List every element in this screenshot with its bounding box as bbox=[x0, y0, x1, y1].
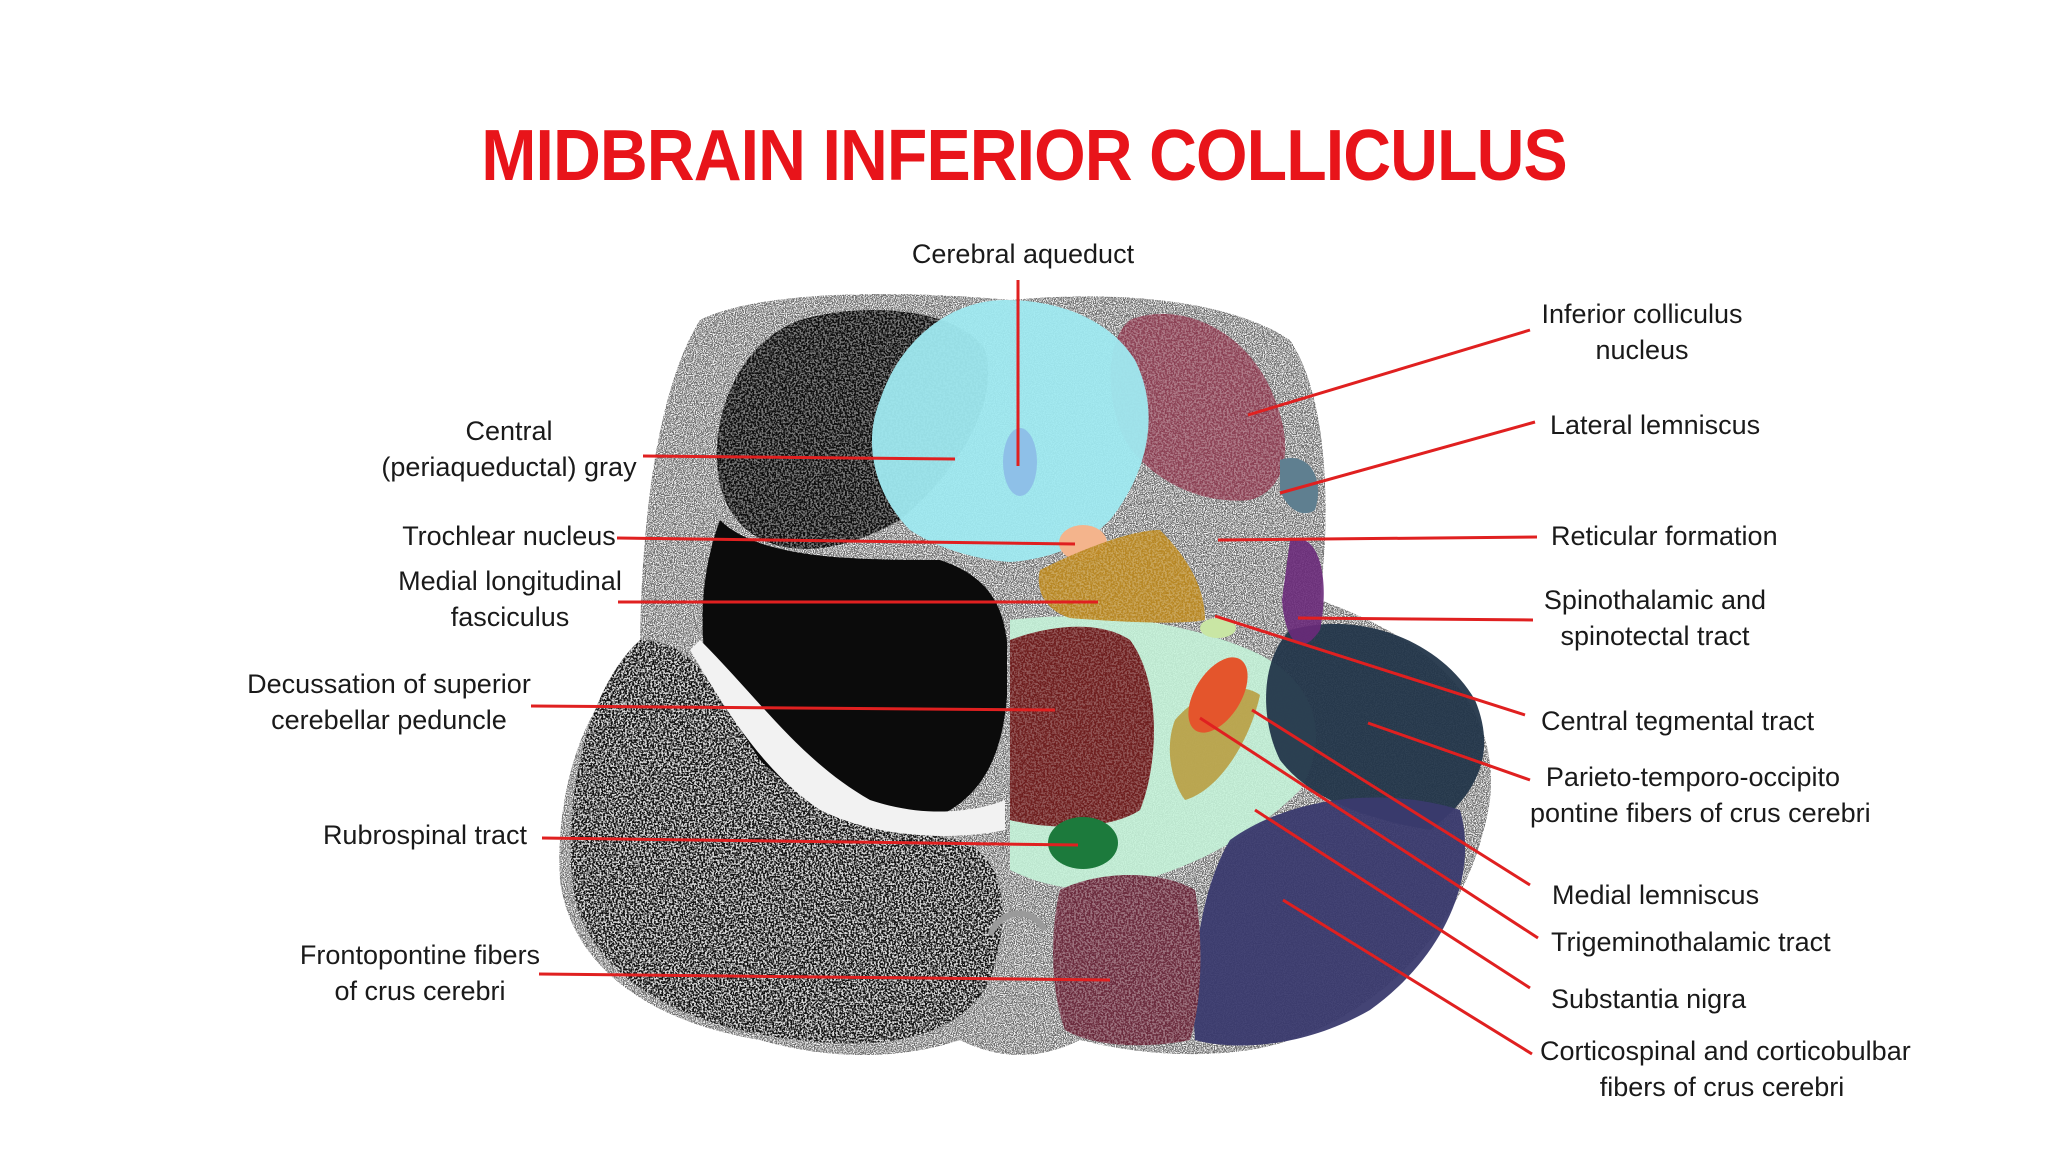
label-trochlear-nucleus: Trochlear nucleus bbox=[402, 521, 616, 551]
leader-trochlear bbox=[616, 536, 1076, 546]
label-cerebral-aqueduct: Cerebral aqueduct bbox=[911, 239, 1135, 269]
leader-inferior-colliculus bbox=[1247, 328, 1531, 417]
label-spinothalamic: Spinothalamic and spinotectal tract bbox=[1543, 585, 1767, 651]
label-central-tegmental: Central tegmental tract bbox=[1541, 706, 1815, 736]
label-parieto-temporo: Parieto-temporo-occipito pontine fibers … bbox=[1530, 762, 1871, 828]
label-substantia-nigra: Substantia nigra bbox=[1551, 984, 1747, 1014]
label-lateral-lemniscus: Lateral lemniscus bbox=[1550, 410, 1761, 440]
region-central-tegmental bbox=[1200, 618, 1236, 638]
leader-lines bbox=[530, 280, 1539, 1056]
label-mlf: Medial longitudinal fasciculus bbox=[398, 566, 622, 632]
leader-reticular-formation bbox=[1217, 535, 1538, 542]
leader-frontopontine bbox=[538, 972, 1111, 982]
label-frontopontine: Frontopontine fibers of crus cerebri bbox=[299, 940, 541, 1006]
leader-parieto-temporo bbox=[1367, 721, 1531, 782]
region-cerebral-aqueduct bbox=[1003, 428, 1037, 496]
leader-medial-lemniscus bbox=[1251, 708, 1531, 887]
label-central-gray: Central (periaqueductal) gray bbox=[381, 416, 637, 482]
leader-corticospinal bbox=[1282, 898, 1533, 1056]
region-medial-lemniscus bbox=[1188, 657, 1248, 733]
label-trigeminothalamic: Trigeminothalamic tract bbox=[1551, 927, 1831, 957]
leader-lateral-lemniscus bbox=[1279, 420, 1536, 495]
region-rubrospinal bbox=[1048, 817, 1118, 869]
region-lateral-lemniscus bbox=[1280, 458, 1319, 514]
leader-spinothalamic bbox=[1297, 616, 1534, 622]
leader-central-gray bbox=[642, 454, 956, 461]
leader-decussation bbox=[530, 704, 1056, 712]
label-decussation: Decussation of superior cerebellar pedun… bbox=[247, 669, 531, 735]
label-inferior-colliculus: Inferior colliculus nucleus bbox=[1541, 299, 1743, 365]
label-reticular-formation: Reticular formation bbox=[1551, 521, 1778, 551]
leader-trigeminothalamic bbox=[1199, 716, 1539, 940]
region-corticospinal bbox=[1193, 797, 1466, 1046]
label-corticospinal: Corticospinal and corticobulbar fibers o… bbox=[1540, 1036, 1911, 1102]
leader-central-tegmental bbox=[1214, 614, 1526, 717]
label-medial-lemniscus: Medial lemniscus bbox=[1552, 880, 1760, 910]
leader-rubrospinal bbox=[541, 836, 1079, 847]
label-rubrospinal: Rubrospinal tract bbox=[322, 820, 528, 850]
region-periaqueductal-gray bbox=[871, 300, 1149, 562]
page-title: MIDBRAIN INFERIOR COLLICULUS bbox=[481, 116, 1567, 196]
leader-substantia-nigra bbox=[1254, 808, 1531, 990]
